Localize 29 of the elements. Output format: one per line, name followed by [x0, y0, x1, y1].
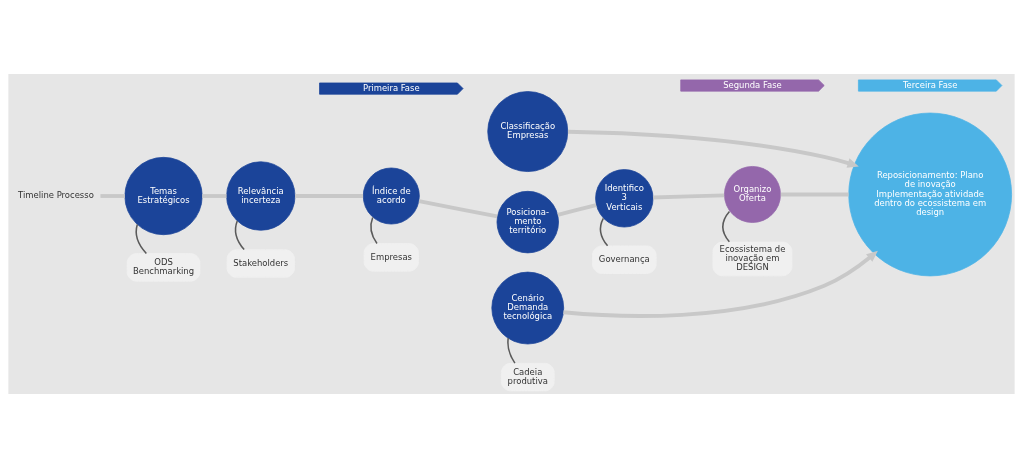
connector — [234, 219, 245, 250]
connector — [295, 193, 363, 198]
connector — [507, 336, 516, 364]
node-circle: Classificação Empresas — [487, 90, 569, 172]
node-circle: Índice de acordo — [362, 167, 420, 224]
node-circle: Temas Estratégicos — [124, 156, 203, 235]
connector — [557, 202, 597, 217]
connector — [370, 216, 378, 244]
node-circle: Cenário Demanda tecnológica — [491, 271, 565, 344]
connector — [653, 192, 725, 199]
node-circle: Organizo Oferta — [724, 165, 781, 223]
arrow — [567, 129, 859, 168]
node-box: Cadeia produtiva — [500, 362, 555, 391]
connector — [100, 193, 125, 198]
connector — [418, 198, 498, 218]
node-text: Timeline Processo — [18, 189, 94, 200]
node-box: Governança — [592, 245, 657, 274]
node-circle: Identifico 3 Verticais — [595, 168, 654, 227]
node-box: ODS Benchmarking — [126, 252, 201, 282]
node-box: Ecossistema de inovação em DESIGN — [712, 241, 793, 276]
connector — [599, 217, 609, 247]
node-box: Empresas — [363, 242, 419, 272]
connector — [135, 223, 148, 254]
connector — [202, 193, 227, 198]
node-circle: Relevância incerteza — [226, 160, 296, 231]
connector — [722, 210, 731, 243]
node-box: Stakeholders — [226, 248, 295, 278]
arrow — [563, 250, 878, 318]
node-circle: Posiciona- mento território — [496, 190, 559, 253]
